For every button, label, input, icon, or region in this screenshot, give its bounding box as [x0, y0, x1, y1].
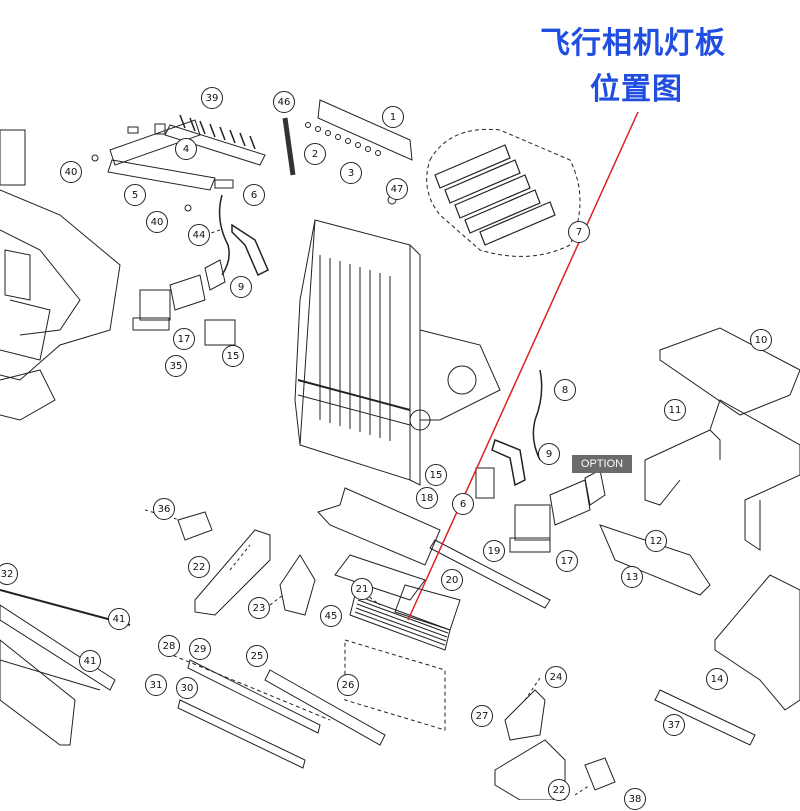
- top-center-rods: [282, 99, 413, 205]
- callout-11: 11: [664, 399, 686, 421]
- title-line-1: 飞行相机灯板: [540, 26, 726, 61]
- callout-27: 27: [471, 705, 493, 727]
- central-head-assembly: [294, 219, 501, 486]
- callout-31: 31: [145, 674, 167, 696]
- callout-41-top: 41: [108, 608, 130, 630]
- bracket-12: [599, 524, 711, 596]
- valve-right: [475, 467, 606, 553]
- bar-19: [429, 539, 551, 609]
- frame-11: [644, 399, 800, 551]
- callout-40-top: 40: [60, 161, 82, 183]
- plate-20: [394, 584, 461, 631]
- callout-13: 13: [621, 566, 643, 588]
- grid-45: [349, 594, 451, 651]
- callout-25: 25: [246, 645, 268, 667]
- callout-10: 10: [750, 329, 772, 351]
- title-line-2: 位置图: [590, 72, 683, 107]
- callout-37: 37: [663, 714, 685, 736]
- block-36: [177, 511, 213, 541]
- callout-35: 35: [165, 355, 187, 377]
- callout-28: 28: [158, 635, 180, 657]
- box-26: [344, 639, 446, 731]
- callout-38: 38: [624, 788, 646, 810]
- callout-39: 39: [201, 87, 223, 109]
- callout-5: 5: [124, 184, 146, 206]
- callout-6-top: 6: [243, 184, 265, 206]
- callout-18: 18: [416, 487, 438, 509]
- callout-40-bottom: 40: [146, 211, 168, 233]
- callout-7: 7: [568, 221, 590, 243]
- callout-36: 36: [153, 498, 175, 520]
- callout-24: 24: [545, 666, 567, 688]
- plate-18: [317, 487, 441, 566]
- callout-20: 20: [441, 569, 463, 591]
- callout-15-mid: 15: [425, 464, 447, 486]
- cover-14: [714, 574, 800, 711]
- plate-21: [334, 554, 426, 601]
- callout-2: 2: [304, 143, 326, 165]
- block-38: [584, 757, 616, 791]
- callout-8: 8: [554, 379, 576, 401]
- upper-left-rails: [91, 114, 266, 212]
- callout-45: 45: [320, 605, 342, 627]
- callout-3: 3: [340, 162, 362, 184]
- callout-26: 26: [337, 674, 359, 696]
- callout-14: 14: [706, 668, 728, 690]
- bracket-22-left: [194, 529, 271, 616]
- roller-assembly-group: [426, 128, 581, 257]
- callout-32: 32: [0, 563, 18, 585]
- callout-9-left: 9: [230, 276, 252, 298]
- callout-30: 30: [176, 677, 198, 699]
- callout-15-left: 15: [222, 345, 244, 367]
- callout-17-left: 17: [173, 328, 195, 350]
- bracket-24: [504, 689, 546, 741]
- callout-19: 19: [483, 540, 505, 562]
- callout-44: 44: [188, 224, 210, 246]
- callout-12: 12: [645, 530, 667, 552]
- rails-28-31: [159, 649, 386, 769]
- bar-37: [654, 689, 756, 746]
- bracket-22-right: [494, 739, 566, 800]
- leader-lines: [144, 229, 591, 796]
- bracket-23: [279, 554, 316, 616]
- callout-41-bottom: 41: [79, 650, 101, 672]
- callout-22-bottom: 22: [548, 779, 570, 801]
- valve-left: [132, 259, 236, 346]
- left-machine-frame: [0, 129, 121, 421]
- pointer-line: [407, 111, 639, 621]
- cables: [218, 194, 543, 487]
- option-badge: OPTION: [572, 455, 632, 473]
- callout-22-left: 22: [188, 556, 210, 578]
- callout-47: 47: [386, 178, 408, 200]
- callout-23: 23: [248, 597, 270, 619]
- plate-10: [659, 327, 800, 416]
- callout-17-right: 17: [556, 550, 578, 572]
- callout-1: 1: [382, 106, 404, 128]
- callout-6-mid: 6: [452, 493, 474, 515]
- callout-29: 29: [189, 638, 211, 660]
- callout-21: 21: [351, 578, 373, 600]
- callout-4: 4: [175, 138, 197, 160]
- callout-46: 46: [273, 91, 295, 113]
- callout-9-right: 9: [538, 443, 560, 465]
